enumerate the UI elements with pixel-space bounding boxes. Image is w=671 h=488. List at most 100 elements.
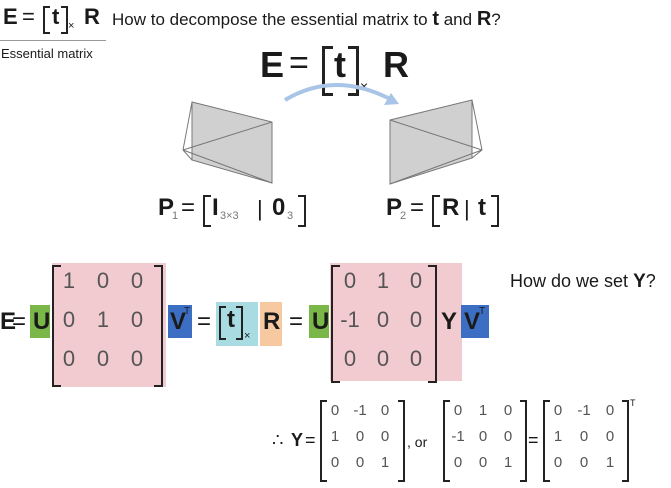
therefore-equals-2: = (528, 430, 539, 450)
p1-zero: 0 (272, 194, 286, 221)
p1-P: P (158, 194, 175, 221)
sigma-cell: 0 (130, 346, 144, 371)
p2-bracket-left (432, 195, 440, 227)
m1-bracket-right (398, 400, 405, 482)
m2-cell: 0 (453, 402, 463, 419)
center-bracket-right (348, 46, 359, 96)
p2-P: P (386, 194, 403, 221)
m2-cell: 0 (453, 454, 463, 471)
m3-bracket-right (622, 400, 629, 482)
sigma-cell: 0 (62, 307, 76, 332)
W-bracket-left (331, 265, 340, 383)
m1-cell: 0 (380, 428, 390, 445)
m3-cell: -1 (577, 402, 591, 419)
camera-2 (389, 99, 483, 185)
svd-V: V (170, 308, 187, 335)
svd-U2: U (312, 308, 330, 335)
m2-cell: 0 (478, 454, 488, 471)
m3-cell: 1 (553, 428, 563, 445)
sigma-cell: 1 (96, 307, 110, 332)
m3-cell: 0 (605, 402, 615, 419)
center-t: t (334, 44, 346, 85)
header-t: t (52, 4, 60, 29)
center-R: R (383, 44, 409, 85)
m2-bracket-left (443, 400, 450, 482)
m3-cell: 0 (553, 402, 563, 419)
m3-transpose: T (630, 398, 636, 408)
center-cross: × (360, 78, 369, 94)
p1-zero-subscript: 3 (287, 210, 294, 222)
W-cell: 0 (409, 346, 423, 371)
W-cell: 0 (376, 307, 390, 332)
W-highlight (330, 263, 462, 381)
W-cell: 1 (376, 268, 390, 293)
svd-equals-3: = (289, 308, 304, 335)
svd-V2-box (461, 305, 489, 338)
question-and: and (439, 10, 477, 29)
caption-essential-matrix: Essential matrix (1, 46, 93, 61)
header-R: R (84, 4, 100, 29)
header-E: E (3, 4, 18, 29)
camera-1 (182, 101, 273, 184)
m1-cell: 0 (355, 454, 365, 471)
p1-I: I (212, 194, 219, 221)
p1-bar: | (257, 196, 263, 221)
W-cell: 0 (343, 268, 357, 293)
m2-cell: 0 (478, 428, 488, 445)
m3-bracket-left (543, 400, 550, 482)
m2-cell: 0 (503, 428, 513, 445)
p2-R: R (442, 194, 460, 221)
W-cell: 0 (409, 268, 423, 293)
or-text: , or (407, 434, 428, 450)
rotation-arrowhead (384, 93, 399, 105)
rotation-R-box (260, 302, 282, 346)
svd-V2: V (464, 308, 481, 335)
p1-bracket-left (203, 195, 211, 227)
sigma-cell: 0 (96, 268, 110, 293)
set-Y-symbol: Y (633, 271, 646, 292)
skew-cross: × (244, 330, 251, 342)
header-cross: × (68, 20, 75, 32)
sigma-cell: 0 (130, 307, 144, 332)
m2-cell: 1 (503, 454, 513, 471)
header-bracket-left (43, 6, 50, 34)
svd-V-box (168, 305, 192, 338)
p2-bar: | (464, 196, 470, 221)
p2-subscript: 2 (400, 210, 407, 222)
question-t: t (432, 8, 439, 30)
center-bracket-left (322, 46, 333, 96)
m3-cell: 0 (605, 428, 615, 445)
m3-cell: 0 (553, 454, 563, 471)
center-equals: = (289, 44, 309, 82)
svd-V2-transpose: T (479, 306, 486, 317)
m1-cell: 0 (330, 454, 340, 471)
question-R: R (476, 8, 492, 30)
sigma-highlight (52, 263, 166, 387)
m1-cell: 1 (330, 428, 340, 445)
question-mark: ? (491, 10, 501, 29)
svd-U: U (33, 308, 51, 335)
W-cell: 0 (343, 346, 357, 371)
skew-bracket-left (219, 306, 226, 340)
sigma-bracket-right (154, 265, 163, 387)
m2-bracket-right (520, 400, 527, 482)
W-cell: 0 (376, 346, 390, 371)
therefore-symbol: ∴ (272, 430, 284, 450)
p1-I-subscript: 3×3 (220, 210, 239, 222)
question-text: How to decompose the essential matrix to (112, 10, 433, 29)
therefore-Y: Y (291, 430, 304, 450)
p2-t: t (478, 194, 486, 221)
sigma-cell: 0 (62, 346, 76, 371)
set-Y-question: How do we set Y? (510, 271, 656, 293)
m1-cell: 0 (380, 402, 390, 419)
sigma-cell: 0 (130, 268, 144, 293)
header-bracket-right (61, 6, 68, 34)
skew-bracket-right (236, 306, 243, 340)
set-Y-mark: ? (645, 271, 656, 291)
svd-equals-1: = (12, 308, 27, 335)
p1-equals: = (181, 194, 196, 221)
decompose-question: How to decompose the essential matrix to… (112, 8, 501, 31)
sigma-bracket-left (52, 265, 61, 387)
p1-subscript: 1 (172, 210, 179, 222)
m2-cell: 0 (503, 402, 513, 419)
